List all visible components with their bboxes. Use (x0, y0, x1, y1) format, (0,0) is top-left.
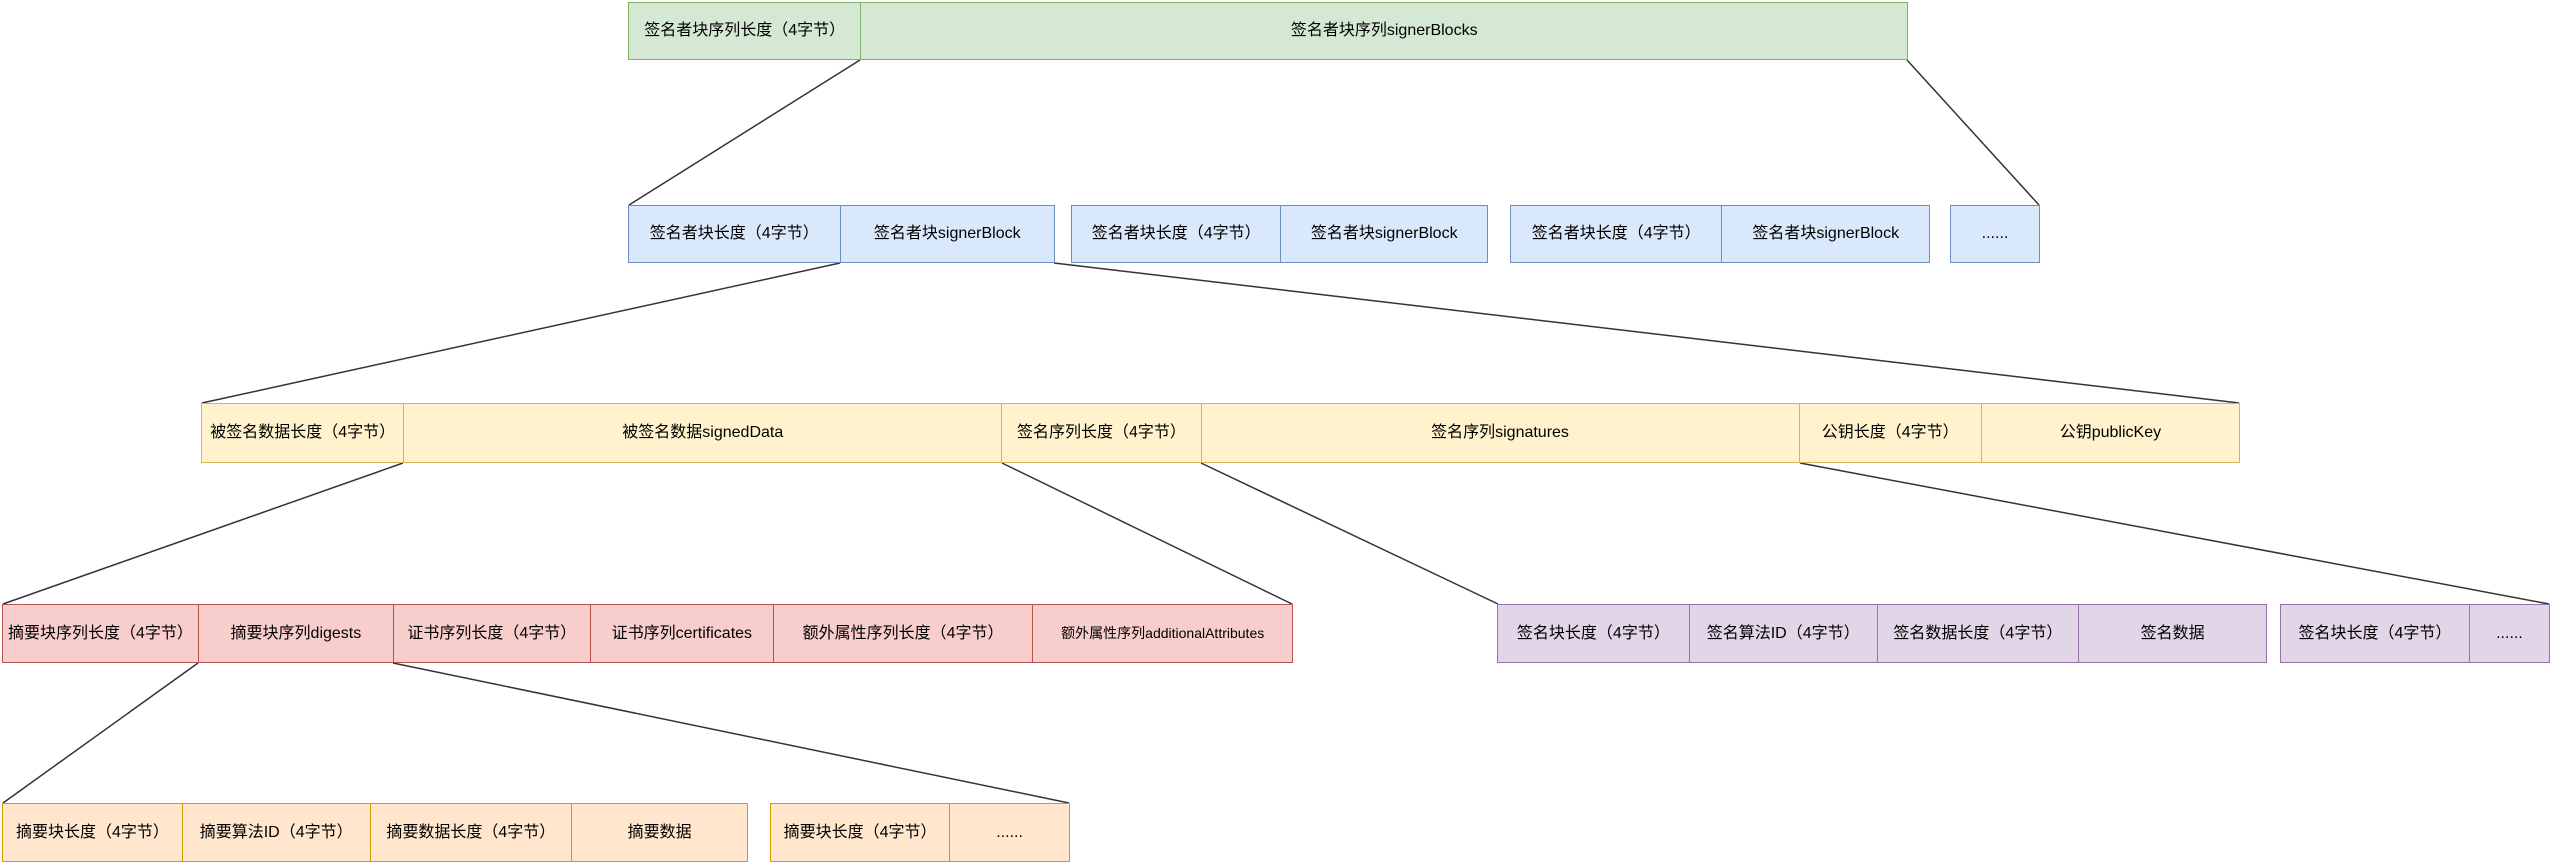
digest-data-cell: 摘要数据 (571, 804, 747, 861)
signer-block-length-cell-2: 签名者块长度（4字节） (1091, 225, 1261, 243)
signer-block-group-2: 签名者块长度（4字节） 签名者块signerBlock (1071, 205, 1488, 263)
signer-blocks-cell: 签名者块序列signerBlocks (860, 3, 1907, 59)
signed-data-cell: 被签名数据signedData (403, 404, 1001, 462)
signer-block-length-cell-3: 签名者块长度（4字节） (1531, 225, 1701, 243)
additional-attributes-cell: 额外属性序列additionalAttributes (1032, 605, 1292, 662)
certificates-length-cell: 证书序列长度（4字节） (392, 605, 590, 662)
signer-blocks-sequence-group: 签名者块序列长度（4字节） 签名者块序列signerBlocks (628, 2, 1908, 60)
signer-block-cell-2: 签名者块signerBlock (1280, 206, 1487, 262)
signer-block-cell-1: 签名者块signerBlock (839, 206, 1054, 262)
connector-signeddata-to-level4-right (1001, 462, 1293, 605)
signature-data-length-cell: 签名数据长度（4字节） (1876, 605, 2079, 662)
signed-data-length-cell: 被签名数据长度（4字节） (210, 424, 396, 442)
connector-signeddata-to-level4-left (2, 462, 404, 605)
digest-block-group-2: 摘要块长度（4字节） ...... (770, 803, 1070, 862)
signer-block-group-1: 签名者块长度（4字节） 签名者块signerBlock (628, 205, 1055, 263)
signature-length-cell-next: 签名块长度（4字节） (2298, 624, 2452, 642)
signature-block-group-1: 签名块长度（4字节） 签名算法ID（4字节） 签名数据长度（4字节） 签名数据 (1497, 604, 2267, 663)
connector-signerblocks-to-level2-left (628, 59, 861, 206)
additional-attributes-length-cell: 额外属性序列长度（4字节） (772, 605, 1033, 662)
digest-data-length-cell: 摘要数据长度（4字节） (369, 804, 572, 861)
connector-signerblock-to-level3-left (201, 262, 841, 404)
signed-data-contents-group: 摘要块序列长度（4字节） 摘要块序列digests 证书序列长度（4字节） 证书… (2, 604, 1293, 663)
signer-block-ellipsis-group: ...... (1950, 205, 2040, 263)
digests-cell: 摘要块序列digests (197, 605, 393, 662)
signer-blocks-length-cell: 签名者块序列长度（4字节） (644, 22, 846, 40)
connector-signatures-to-level4-left (1200, 462, 1499, 605)
signatures-length-cell: 签名序列长度（4字节） (1001, 404, 1200, 462)
connector-digests-to-level5-right (392, 662, 1070, 804)
signature-data-cell: 签名数据 (2078, 605, 2266, 662)
signer-block-length-cell-1: 签名者块长度（4字节） (649, 225, 819, 243)
signer-block-cell-3: 签名者块signerBlock (1721, 206, 1929, 262)
certificates-cell: 证书序列certificates (589, 605, 773, 662)
connector-signatures-to-level4-right (1799, 462, 2550, 605)
signatures-cell: 签名序列signatures (1200, 404, 1799, 462)
signer-block-group-3: 签名者块长度（4字节） 签名者块signerBlock (1510, 205, 1930, 263)
digest-block-group-1: 摘要块长度（4字节） 摘要算法ID（4字节） 摘要数据长度（4字节） 摘要数据 (2, 803, 748, 862)
signer-block-contents-group: 被签名数据长度（4字节） 被签名数据signedData 签名序列长度（4字节）… (201, 403, 2240, 463)
digest-length-cell-next: 摘要块长度（4字节） (783, 823, 937, 841)
public-key-length-cell: 公钥长度（4字节） (1798, 404, 1981, 462)
signature-block-group-2: 签名块长度（4字节） ...... (2280, 604, 2550, 663)
digest-length-cell: 摘要块长度（4字节） (15, 823, 169, 841)
public-key-cell: 公钥publicKey (1980, 404, 2239, 462)
digests-length-cell: 摘要块序列长度（4字节） (8, 624, 193, 642)
signer-block-ellipsis-cell: ...... (1981, 225, 2009, 243)
connector-signerblock-to-level3-right (1053, 262, 2240, 404)
digest-algorithm-id-cell: 摘要算法ID（4字节） (181, 804, 370, 861)
signature-algorithm-id-cell: 签名算法ID（4字节） (1688, 605, 1877, 662)
signature-length-cell: 签名块长度（4字节） (1516, 624, 1670, 642)
digests-ellipsis-cell: ...... (949, 804, 1069, 861)
connector-digests-to-level5-left (2, 662, 199, 804)
signatures-ellipsis-cell: ...... (2468, 605, 2549, 662)
connector-signerblocks-to-level2-right (1906, 59, 2040, 206)
